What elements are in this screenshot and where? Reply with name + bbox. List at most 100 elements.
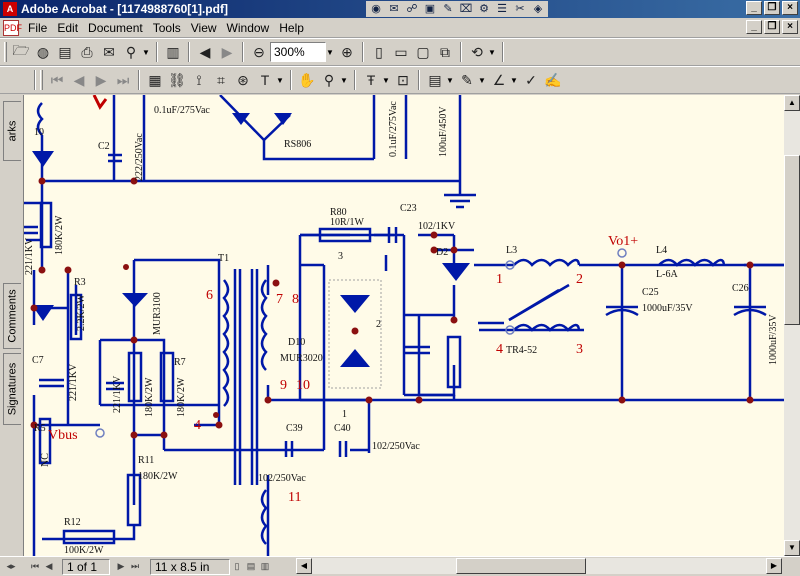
minimize-icon[interactable]: _ [746, 1, 762, 15]
tray-icon-6[interactable]: ⌧ [459, 3, 473, 15]
menu-view[interactable]: View [190, 20, 217, 35]
hand-tool-icon[interactable]: ✋ [298, 71, 316, 88]
continuous-layout-icon[interactable]: ▤ [246, 561, 256, 571]
pdf-document-icon[interactable]: PDF [3, 19, 22, 36]
tab-bookmarks[interactable]: arks [3, 101, 21, 161]
toolbar-grip[interactable] [4, 42, 7, 62]
reflow-icon[interactable]: ⧉ [440, 43, 450, 60]
attach-icon[interactable]: ⛓ [168, 71, 186, 88]
status-last-page-icon[interactable]: ⏭ [130, 561, 140, 571]
zoom-tool-icon[interactable]: ⚲ [323, 71, 335, 88]
tray-icon-9[interactable]: ✂ [515, 3, 525, 15]
scroll-right-icon[interactable]: ▶ [766, 558, 782, 574]
rotate-view-icon[interactable]: ⟲ [471, 43, 483, 60]
horizontal-scroll-thumb[interactable] [456, 558, 586, 574]
status-first-page-icon[interactable]: ⏮ [30, 561, 40, 571]
text-dropdown-icon[interactable]: ▼ [276, 75, 284, 85]
next-page-icon[interactable]: ▶ [95, 71, 107, 88]
tray-icon-4[interactable]: ▣ [424, 3, 436, 15]
menu-help[interactable]: Help [279, 20, 304, 35]
highlight-tool-icon[interactable]: ∠ [492, 71, 506, 88]
previous-page-icon[interactable]: ◀ [73, 71, 85, 88]
zoom-tool-dropdown-icon[interactable]: ▼ [340, 75, 348, 85]
text-select-icon[interactable]: Ŧ [366, 72, 376, 88]
pencil-tool-icon[interactable]: ✎ [461, 71, 473, 88]
zoom-input[interactable] [270, 42, 326, 62]
tray-icon-7[interactable]: ⚙ [479, 3, 489, 15]
menu-file[interactable]: File [28, 20, 48, 35]
touchup-object-icon[interactable]: ⟟ [196, 71, 202, 88]
first-page-icon[interactable]: ⏮ [50, 71, 64, 88]
search-dropdown-icon[interactable]: ▼ [142, 47, 150, 57]
crop-icon[interactable]: ⌗ [217, 71, 225, 88]
label-c39: C39 [286, 423, 303, 434]
vertical-scroll-thumb[interactable] [784, 155, 800, 325]
spell-check-icon[interactable]: ✓ [525, 71, 537, 88]
tab-signatures[interactable]: Signatures [3, 353, 21, 425]
zoom-dropdown-icon[interactable]: ▼ [326, 47, 334, 57]
sign-icon[interactable]: ✍ [544, 71, 562, 88]
menu-window[interactable]: Window [226, 20, 270, 35]
acrobat-app-icon[interactable]: A [3, 2, 17, 16]
touchup-text-icon[interactable]: T [260, 72, 270, 88]
doc-close-icon[interactable]: × [782, 20, 798, 34]
toolbar-grip-2[interactable] [40, 70, 43, 90]
close-icon[interactable]: × [782, 1, 798, 15]
pencil-dropdown-icon[interactable]: ▼ [478, 75, 486, 85]
back-arrow-icon[interactable]: ◀ [199, 43, 211, 60]
horizontal-scrollbar[interactable]: ◀ ▶ [296, 558, 782, 574]
fit-width-icon[interactable]: ▢ [416, 43, 430, 60]
document-view[interactable]: 0.1uF/275Vac RS806 0.1uF/275Vac 100uF/45… [24, 95, 784, 556]
select-dropdown-icon[interactable]: ▼ [382, 75, 390, 85]
restore-icon[interactable]: ❐ [764, 1, 780, 15]
last-page-icon[interactable]: ⏭ [116, 71, 130, 88]
save-icon[interactable]: ▤ [58, 43, 72, 60]
email-icon[interactable]: ✉ [103, 43, 115, 60]
tray-icon-8[interactable]: ☰ [497, 3, 507, 15]
menu-tools[interactable]: Tools [152, 20, 181, 35]
quick-launch-tray: ◉ ✉ ☍ ▣ ✎ ⌧ ⚙ ☰ ✂ ◈ [366, 1, 548, 17]
zoom-in-icon[interactable]: ⊕ [341, 43, 353, 60]
label-c2-val: 222/250Vac [134, 133, 145, 181]
label-c7-val: 221/1KV [68, 363, 79, 401]
zoom-out-icon[interactable]: ⊖ [253, 43, 265, 60]
doc-restore-icon[interactable]: ❐ [764, 20, 780, 34]
single-page-layout-icon[interactable]: ▯ [234, 561, 240, 571]
open-web-icon[interactable]: ◍ [36, 43, 50, 60]
highlight-dropdown-icon[interactable]: ▼ [510, 75, 518, 85]
open-folder-icon[interactable]: 🗁 [12, 42, 30, 58]
tray-icon-5[interactable]: ✎ [443, 3, 453, 15]
search-icon[interactable]: ⚲ [125, 43, 137, 60]
resize-pane-icon[interactable]: ◂▸ [6, 561, 16, 571]
vertical-scrollbar[interactable]: ▲ ▼ [784, 95, 800, 556]
label-c23-val: 102/1KV [418, 221, 456, 232]
show-navigation-pane-icon[interactable]: ▥ [166, 43, 180, 60]
tray-icon-2[interactable]: ✉ [389, 3, 399, 15]
menu-edit[interactable]: Edit [57, 20, 79, 35]
actual-size-icon[interactable]: ▯ [375, 43, 383, 60]
print-icon[interactable]: ⎙ [81, 43, 93, 60]
scroll-down-icon[interactable]: ▼ [784, 540, 800, 556]
note-tool-icon[interactable]: ▤ [428, 71, 442, 88]
scroll-up-icon[interactable]: ▲ [784, 95, 800, 111]
scroll-left-icon[interactable]: ◀ [296, 558, 312, 574]
link-icon[interactable]: ⊛ [237, 71, 249, 88]
snapshot-icon[interactable]: ⊡ [397, 71, 409, 88]
tray-icon-10[interactable]: ◈ [533, 3, 543, 15]
forward-arrow-icon[interactable]: ▶ [221, 43, 233, 60]
title-bar: A Adobe Acrobat - [1174988760[1].pdf] ◉ … [0, 0, 800, 18]
fit-page-icon[interactable]: ▭ [394, 43, 408, 60]
menu-document[interactable]: Document [88, 20, 143, 35]
tab-comments[interactable]: Comments [3, 283, 21, 349]
label-r11-val: 180K/2W [138, 471, 178, 482]
rotate-dropdown-icon[interactable]: ▼ [488, 47, 496, 57]
status-prev-page-icon[interactable]: ◀ [45, 561, 53, 571]
filmstrip-icon[interactable]: ▦ [148, 71, 162, 88]
page-indicator[interactable]: 1 of 1 [62, 558, 110, 575]
note-dropdown-icon[interactable]: ▼ [446, 75, 454, 85]
status-next-page-icon[interactable]: ▶ [117, 561, 125, 571]
tray-icon-1[interactable]: ◉ [371, 3, 381, 15]
doc-minimize-icon[interactable]: _ [746, 20, 762, 34]
tray-icon-3[interactable]: ☍ [406, 3, 418, 15]
facing-layout-icon[interactable]: ▥ [260, 561, 270, 571]
